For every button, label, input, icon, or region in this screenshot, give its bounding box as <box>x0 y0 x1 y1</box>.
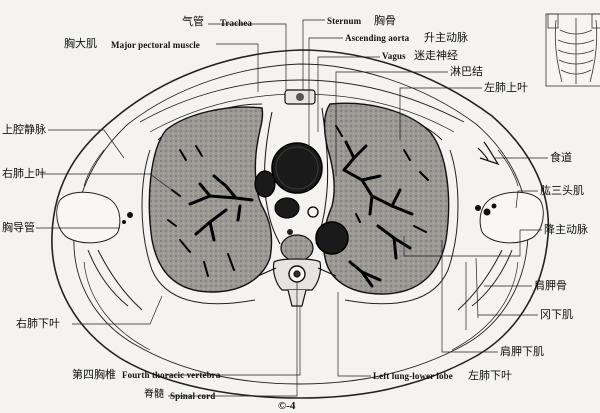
label-vagus-zh: 迷走神经 <box>414 49 458 62</box>
esophagus <box>477 141 500 166</box>
label-sternum-en: Sternum <box>327 16 362 26</box>
right-lung <box>148 106 273 293</box>
label-spinal-cord-zh: 脊髓 <box>144 389 164 400</box>
label-sternum-zh: 胸骨 <box>374 14 396 27</box>
label-svc-zh: 上腔静脉 <box>2 123 46 136</box>
great-vessels <box>254 142 349 255</box>
figure-number: ©-4 <box>278 400 296 412</box>
label-left-lower-lobe-en: Left lung-lower lobe <box>373 371 453 381</box>
label-lymph-node-zh: 淋巴结 <box>450 65 483 78</box>
label-ascending-aorta-en: Ascending aorta <box>345 33 410 43</box>
leader-lines <box>36 19 548 397</box>
label-esophagus-zh: 食道 <box>550 151 572 164</box>
left-lung <box>322 102 450 295</box>
label-pectoral-en: Major pectoral muscle <box>111 40 200 50</box>
label-subscapularis-zh: 肩胛下肌 <box>500 345 544 358</box>
label-triceps-zh: 肱三头肌 <box>540 184 584 197</box>
sternum <box>284 89 316 105</box>
label-t4-zh: 第四胸椎 <box>72 368 116 381</box>
label-pectoral-zh: 胸大肌 <box>64 37 97 50</box>
label-spinal-cord-en: Spinal cord <box>170 391 216 401</box>
label-t4-en: Fourth thoracic vertebra <box>122 370 221 380</box>
label-left-lower-lobe-zh: 左肺下叶 <box>468 369 512 382</box>
trachea-lumen <box>274 197 300 219</box>
descending-aorta-vessel <box>315 221 349 255</box>
body-outline <box>51 49 550 399</box>
label-descending-aorta-zh: 降主动脉 <box>544 223 588 236</box>
label-vagus-en: Vagus <box>382 51 406 61</box>
superior-vena-cava-vessel <box>254 170 276 198</box>
left-bronchial-tree <box>335 125 429 288</box>
label-infraspinatus-zh: 冈下肌 <box>540 308 573 321</box>
label-trachea-en: Trachea <box>220 18 253 28</box>
thorax-thumbnail <box>545 13 600 87</box>
label-right-lower-lobe-zh: 右肺下叶 <box>16 317 60 330</box>
label-ascending-aorta-zh: 升主动脉 <box>424 31 468 44</box>
label-left-upper-lobe-zh: 左肺上叶 <box>484 81 528 94</box>
ascending-aorta-vessel <box>271 142 323 194</box>
label-right-upper-lobe-zh: 右肺上叶 <box>2 167 46 180</box>
label-scapula-zh: 肩胛骨 <box>534 279 567 292</box>
label-trachea-zh: 气管 <box>182 15 204 28</box>
axillary-vessels <box>122 203 497 224</box>
label-thoracic-duct-zh: 胸导管 <box>2 221 35 234</box>
thoracic-vertebra <box>257 234 337 307</box>
